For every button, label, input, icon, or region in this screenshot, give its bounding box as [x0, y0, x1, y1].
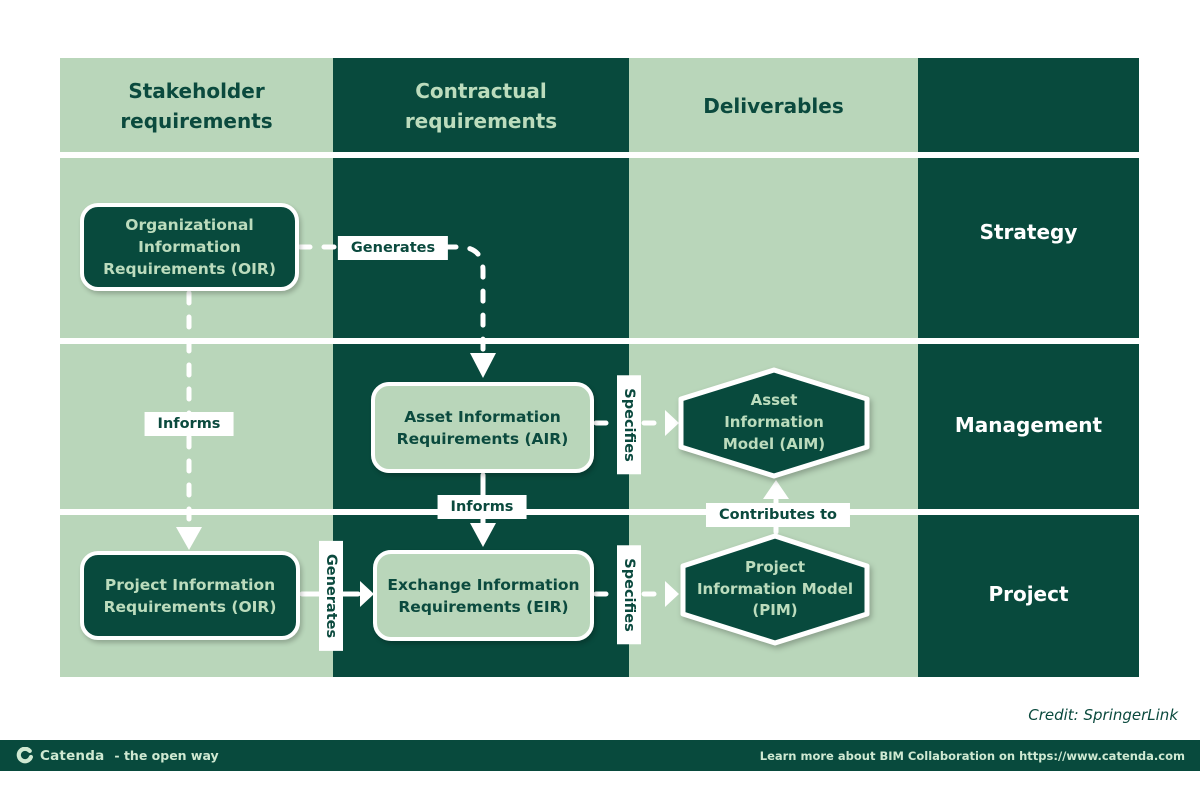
credit-text: Credit: SpringerLink [1028, 706, 1178, 724]
node-pim-label: Project Information Model (PIM) [696, 557, 854, 620]
edge-label-specifies-eir-pim: Specifies [617, 545, 641, 645]
arrowhead-into-pim [665, 581, 679, 607]
edge-label-informs-air-eir: Informs [437, 495, 527, 519]
arrowhead-into-aim-bottom [763, 480, 789, 499]
edge-label-informs-oir-pir: Informs [144, 412, 234, 436]
catenda-logo-icon [16, 747, 33, 764]
header-deliverables-label: Deliverables [703, 93, 844, 118]
row-divider-management-project [60, 509, 1139, 515]
edge-label-specifies-air-aim: Specifies [617, 375, 641, 475]
node-aim-label: Asset Information Model (AIM) [722, 391, 826, 453]
arrowhead-into-aim [665, 410, 679, 436]
footer-bar: Catenda - the open way Learn more about … [0, 740, 1200, 771]
arrowhead-into-eir-left [360, 581, 374, 607]
column-row-labels [918, 58, 1139, 677]
node-pir: Project Information Requirements (OIR) [80, 551, 300, 640]
row-divider-strategy-management [60, 338, 1139, 344]
node-oir: Organizational Information Requirements … [80, 203, 299, 291]
edge-label-generates-pir-eir: Generates [319, 540, 343, 652]
node-oir-label: Organizational Information Requirements … [103, 216, 276, 278]
header-stakeholder-label: Stakeholder requirements [120, 78, 273, 133]
node-pir-label: Project Information Requirements (OIR) [103, 575, 277, 616]
pim-hexagon-shape [680, 533, 870, 646]
row-divider-header [60, 152, 1139, 158]
aim-hexagon-shape [678, 367, 870, 479]
arrowhead-into-eir-top [470, 523, 496, 547]
node-eir: Exchange Information Requirements (EIR) [373, 550, 594, 641]
node-pim: Project Information Model (PIM) [680, 533, 870, 646]
header-deliverables: Deliverables [629, 58, 918, 153]
edge-label-generates-oir-air: Generates [337, 236, 449, 260]
footer-message: Learn more about BIM Collaboration on ht… [759, 748, 1185, 763]
brand-name: Catenda [40, 747, 105, 764]
node-air-label: Asset Information Requirements (AIR) [396, 407, 569, 448]
row-label-project: Project [988, 582, 1069, 606]
arrowhead-into-pir [176, 527, 202, 550]
header-contractual-label: Contractual requirements [404, 78, 558, 133]
node-aim: Asset Information Model (AIM) [678, 367, 870, 479]
arrowhead-into-air [470, 353, 496, 378]
edge-generates-curve-to-air [443, 244, 486, 355]
node-air: Asset Information Requirements (AIR) [371, 382, 594, 473]
brand-tagline: - the open way [114, 748, 219, 763]
row-label-management: Management [954, 413, 1103, 437]
row-label-strategy: Strategy [979, 220, 1078, 244]
header-stakeholder-requirements: Stakeholder requirements [60, 58, 333, 153]
node-eir-label: Exchange Information Requirements (EIR) [387, 575, 580, 616]
brand-group: Catenda - the open way [16, 747, 219, 764]
edge-label-contributes-pim-aim: Contributes to [705, 503, 851, 527]
header-contractual-requirements: Contractual requirements [333, 58, 629, 153]
